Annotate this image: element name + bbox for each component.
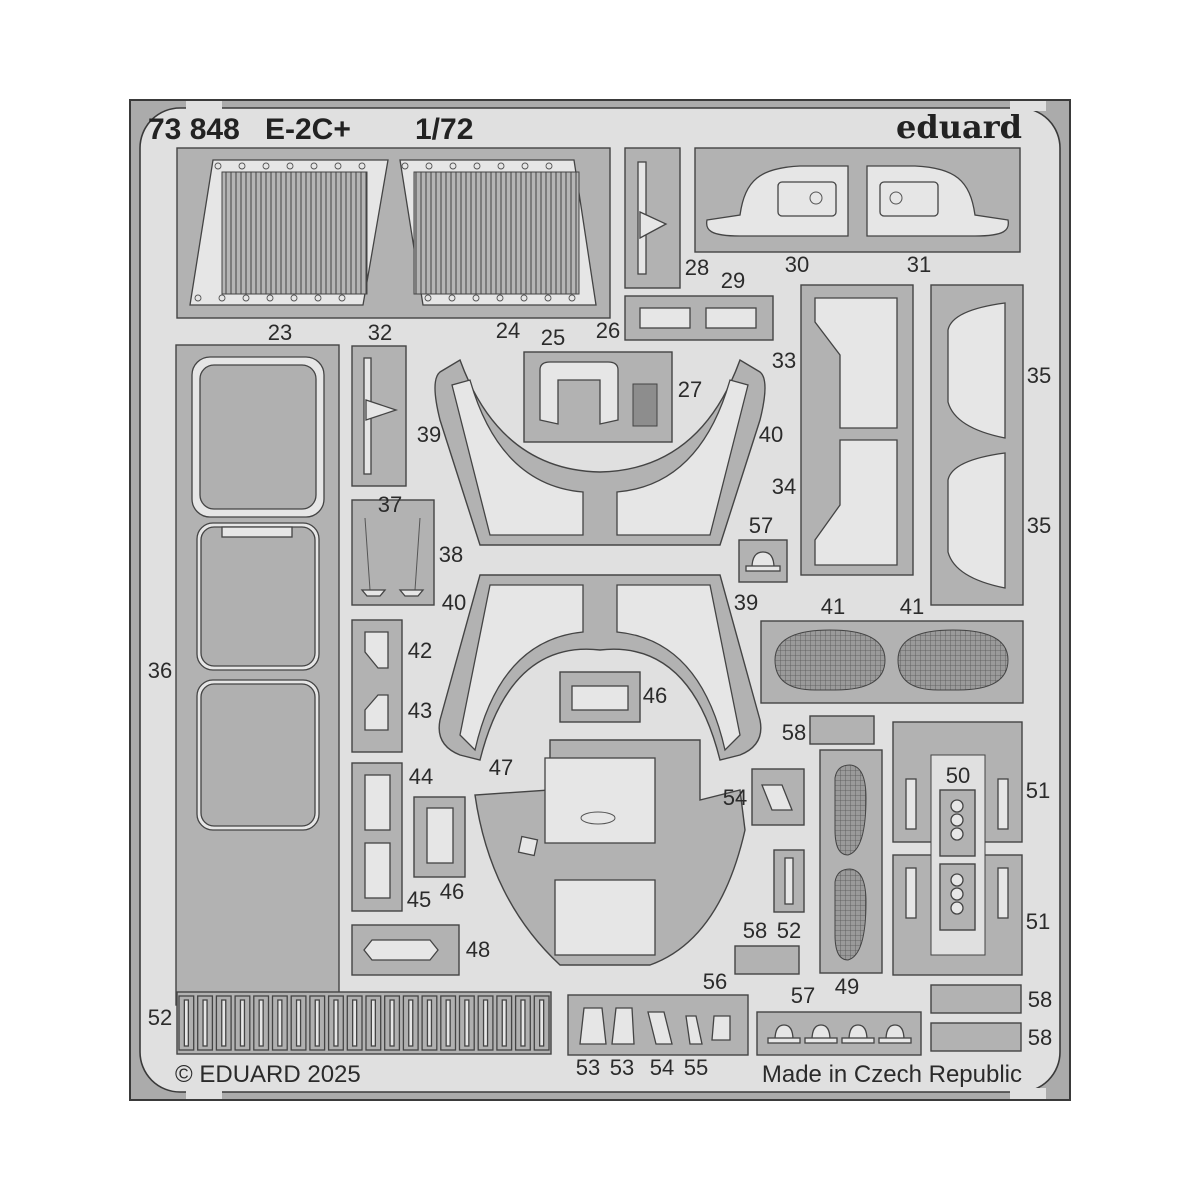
part-49 (819, 749, 883, 974)
part-label-54: 54 (650, 1055, 674, 1080)
part-32 (351, 345, 407, 487)
part-label-29: 29 (721, 268, 745, 293)
part-label-57: 57 (791, 983, 815, 1008)
part-label-47: 47 (489, 755, 513, 780)
part-label-51: 51 (1026, 909, 1050, 934)
part-number-labels: 23 32 24 25 26 28 29 30 31 27 33 39 40 34 35 35 37 38 57 36… (148, 252, 1052, 1080)
part-label-54: 54 (723, 785, 747, 810)
part-label-53: 53 (576, 1055, 600, 1080)
part-label-43: 43 (408, 698, 432, 723)
part-28 (624, 147, 681, 289)
part-44-45-46 (351, 762, 466, 912)
part-label-25: 25 (541, 325, 565, 350)
part-label-56: 56 (703, 969, 727, 994)
part-label-27: 27 (678, 377, 702, 402)
part-label-51: 51 (1026, 778, 1050, 803)
part-48 (351, 924, 460, 976)
part-label-58: 58 (782, 720, 806, 745)
eduard-logo: eduard (896, 108, 1022, 146)
part-label-40: 40 (759, 422, 783, 447)
part-39-40-upper (434, 358, 766, 546)
part-35 (930, 284, 1024, 606)
part-36-window-frames (175, 344, 340, 1006)
part-label-46: 46 (643, 683, 667, 708)
part-label-41: 41 (900, 594, 924, 619)
part-label-32: 32 (368, 320, 392, 345)
part-label-57: 57 (749, 513, 773, 538)
part-label-58: 58 (1028, 1025, 1052, 1050)
part-label-53: 53 (610, 1055, 634, 1080)
part-label-39: 39 (417, 422, 441, 447)
part-57-single (738, 539, 788, 583)
part-52-strut-strip (176, 991, 552, 1055)
part-label-34: 34 (772, 474, 796, 499)
part-label-48: 48 (466, 937, 490, 962)
part-58-trays (930, 984, 1022, 1052)
part-label-42: 42 (408, 638, 432, 663)
part-30-31 (694, 147, 1021, 253)
part-label-35: 35 (1027, 513, 1051, 538)
part-39-40-lower (438, 574, 762, 761)
part-label-38: 38 (439, 542, 463, 567)
part-label-23: 23 (268, 320, 292, 345)
part-label-41: 41 (821, 594, 845, 619)
sheet-header: 73 848 E-2C+ 1/72 eduard (148, 108, 1022, 146)
part-label-33: 33 (772, 348, 796, 373)
part-57-row (756, 1011, 922, 1056)
part-label-50: 50 (946, 763, 970, 788)
scale: 1/72 (415, 113, 473, 146)
part-label-39: 39 (734, 590, 758, 615)
part-46-top (559, 671, 641, 723)
sheet-footer: © EDUARD 2025 Made in Czech Republic (175, 1061, 1022, 1088)
part-label-30: 30 (785, 252, 809, 277)
part-label-44: 44 (409, 764, 433, 789)
part-29 (624, 295, 774, 341)
part-label-49: 49 (835, 974, 859, 999)
part-label-24: 24 (496, 318, 520, 343)
model-name: E-2C+ (265, 113, 351, 146)
part-25-27 (523, 351, 673, 443)
origin-text: Made in Czech Republic (762, 1061, 1022, 1088)
part-23-24-panels (176, 147, 611, 319)
part-label-46: 46 (440, 879, 464, 904)
part-37-38 (351, 499, 435, 606)
part-label-28: 28 (685, 255, 709, 280)
product-code: 73 848 (148, 113, 240, 146)
part-label-40: 40 (442, 590, 466, 615)
part-47 (474, 739, 746, 966)
part-53-56 (567, 994, 749, 1056)
small-parts-right (734, 715, 875, 975)
copyright-text: © EDUARD 2025 (175, 1061, 361, 1088)
part-label-35: 35 (1027, 363, 1051, 388)
part-41-grilles (760, 620, 1024, 704)
part-label-45: 45 (407, 887, 431, 912)
part-label-26: 26 (596, 318, 620, 343)
part-label-31: 31 (907, 252, 931, 277)
part-label-36: 36 (148, 658, 172, 683)
part-label-52: 52 (777, 918, 801, 943)
part-label-58: 58 (1028, 987, 1052, 1012)
part-label-58: 58 (743, 918, 767, 943)
part-label-52: 52 (148, 1005, 172, 1030)
part-33-34 (800, 284, 914, 576)
part-42-43 (351, 619, 403, 753)
part-label-55: 55 (684, 1055, 708, 1080)
part-label-37: 37 (378, 492, 402, 517)
part-50-51 (892, 721, 1023, 976)
